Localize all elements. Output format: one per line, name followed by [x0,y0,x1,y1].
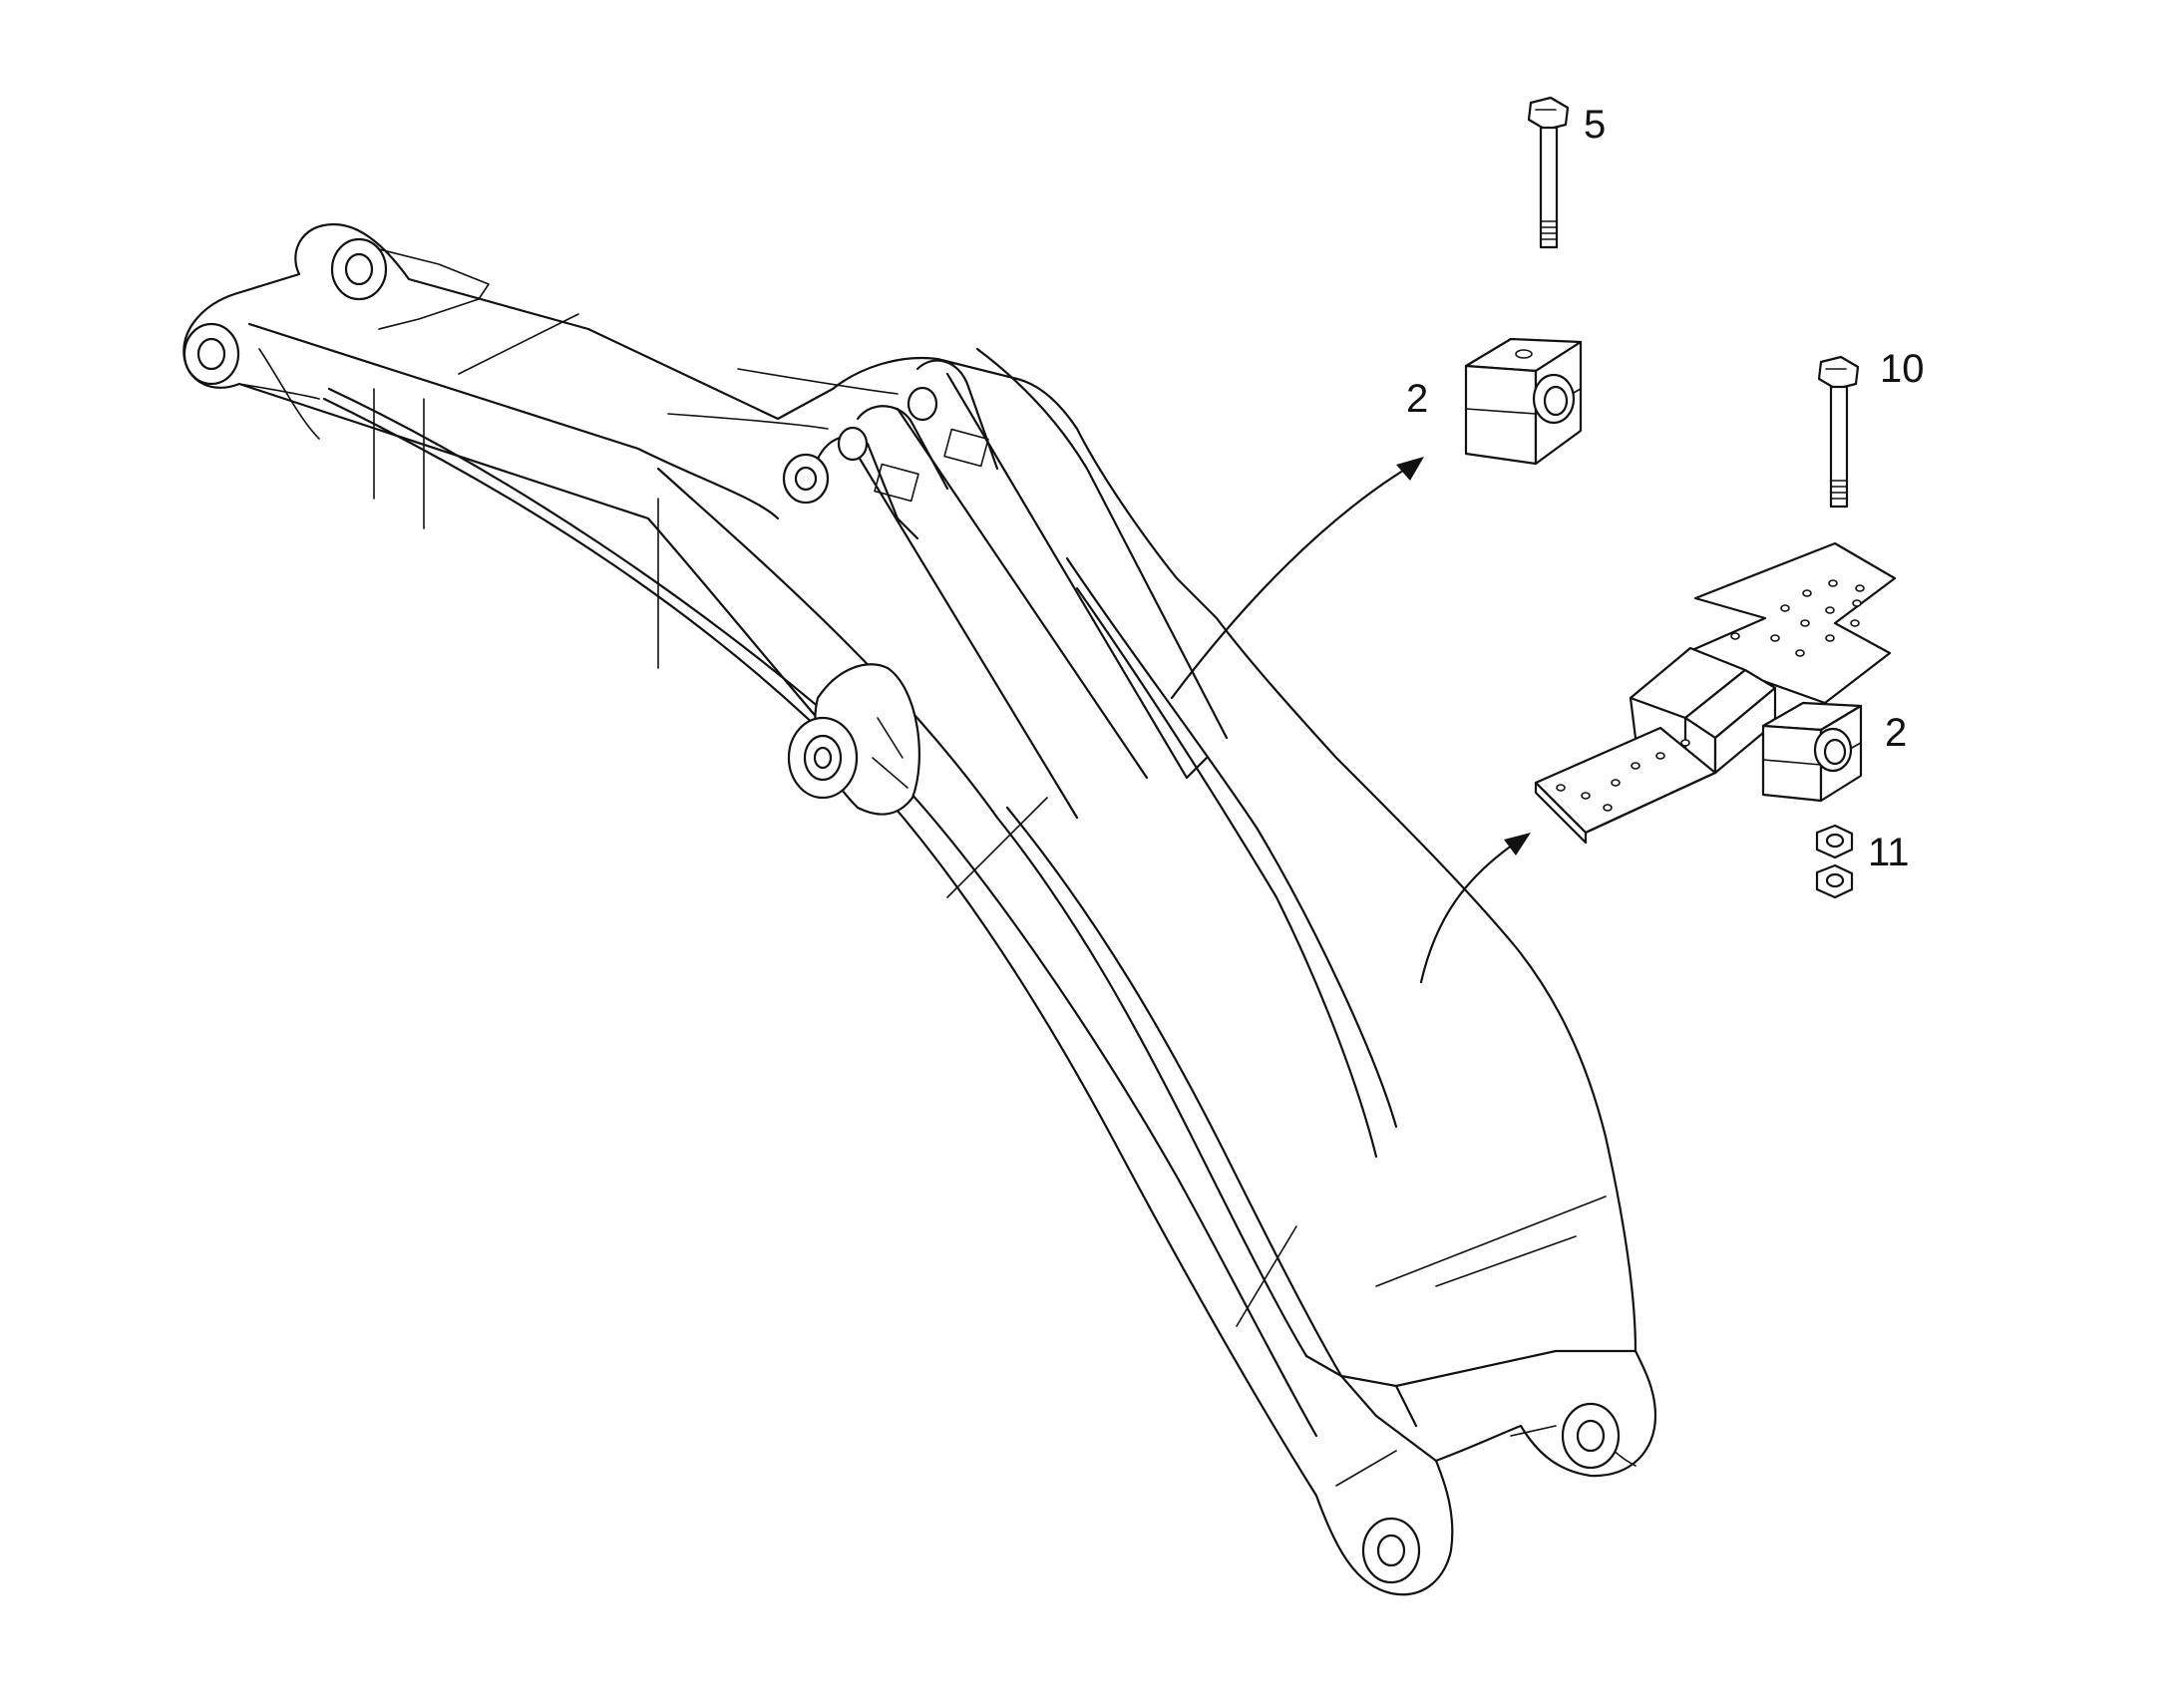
center-pivot-boss [787,663,920,816]
arrow-to-bracket [1419,841,1518,984]
bolt-part-10 [1817,355,1860,509]
arm-body [182,222,1657,1596]
clamp-part-2-upper [1464,337,1583,466]
bolt-part-5 [1527,96,1570,249]
callout-5: 5 [1584,103,1606,147]
arrow-to-clamp [1170,467,1408,700]
upper-lug-brackets [667,347,1229,820]
nuts-part-11 [1815,824,1854,899]
mounting-bracket [1534,541,1897,845]
callout-2-lower: 2 [1885,711,1907,755]
arrows [1170,457,1531,984]
arrowhead-clamp [1396,457,1424,481]
callout-10: 10 [1880,347,1925,391]
callout-2-upper: 2 [1406,377,1428,421]
callout-11: 11 [1868,831,1910,874]
clamp-part-2-lower [1761,701,1863,803]
arrowhead-bracket [1504,833,1531,855]
